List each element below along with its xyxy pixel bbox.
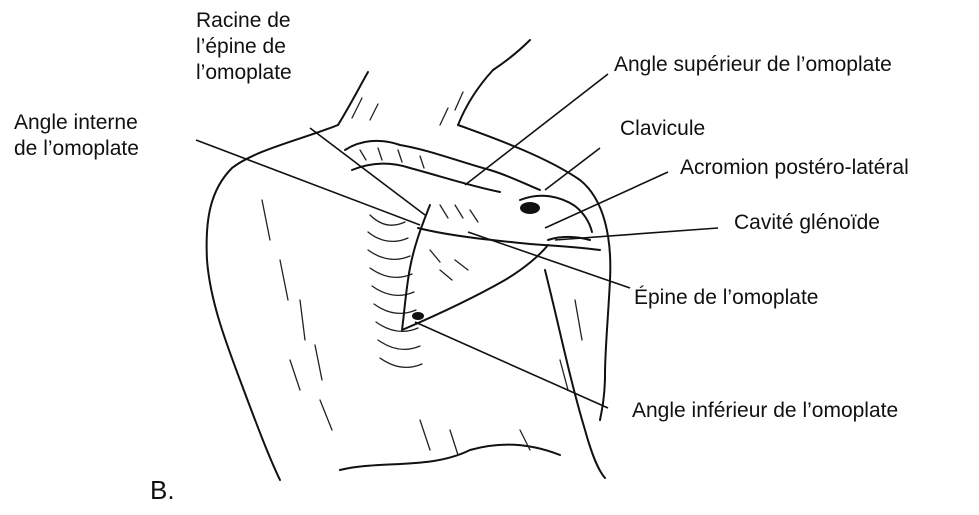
leader-clavicule: [545, 148, 600, 190]
label-acromion: Acromion postéro-latéral: [680, 155, 909, 181]
neck-shading: [352, 92, 463, 125]
label-clavicule: Clavicule: [620, 116, 705, 142]
label-epine: Épine de l’omoplate: [634, 285, 818, 311]
label-angle-superieur: Angle supérieur de l’omoplate: [614, 52, 892, 78]
leader-angle-superieur: [465, 74, 608, 185]
label-angle-inferieur: Angle inférieur de l’omoplate: [632, 398, 898, 424]
back-muscle-shading: [262, 200, 582, 455]
label-racine-epine: Racine de l’épine de l’omoplate: [196, 8, 292, 86]
clavicle-shape: [345, 141, 540, 190]
clavicle-lower-edge: [352, 164, 500, 192]
label-angle-interne-line-2: de l’omoplate: [14, 136, 139, 162]
label-racine-line-1: Racine de: [196, 8, 292, 34]
panel-letter: B.: [150, 474, 175, 506]
scapula-outline: [402, 205, 548, 330]
leader-cavite: [555, 228, 718, 240]
label-cavite: Cavité glénoïde: [734, 210, 880, 236]
head-right-outline: [493, 40, 530, 70]
leader-angle-inferieur: [415, 322, 608, 408]
torso-lower-outline: [340, 445, 560, 470]
label-angle-interne-line-1: Angle interne: [14, 110, 139, 136]
label-racine-line-3: l’omoplate: [196, 60, 292, 86]
back-outline: [207, 125, 338, 480]
acromion-dark-mark: [520, 202, 540, 214]
neck-right-outline: [458, 70, 493, 125]
label-angle-interne: Angle interne de l’omoplate: [14, 110, 139, 162]
label-racine-line-2: l’épine de: [196, 34, 292, 60]
spine-shading: [368, 215, 422, 367]
scapula-shading: [430, 205, 478, 280]
leader-angle-interne: [196, 140, 420, 225]
inferior-angle-mark: [412, 312, 424, 320]
